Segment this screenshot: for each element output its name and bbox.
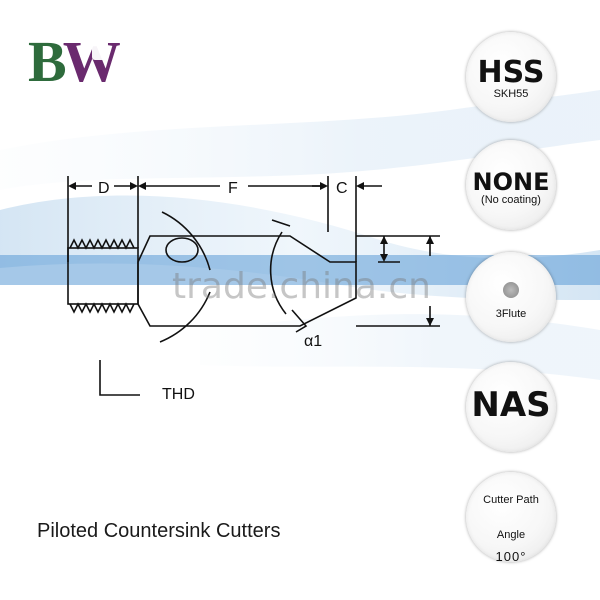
- dim-label-c: C: [336, 180, 348, 197]
- angle-label: α1: [304, 333, 322, 350]
- badge-coating-main: NONE: [472, 168, 550, 196]
- badge-angle-label-1: Cutter Path: [483, 494, 539, 506]
- dim-label-f: F: [228, 180, 238, 197]
- logo-text: BW: [28, 29, 121, 94]
- badge-material-main: HSS: [477, 55, 545, 90]
- badge-coating-sub: (No coating): [481, 194, 541, 206]
- badge-material-sub: SKH55: [493, 88, 529, 100]
- logo-letter-w: W: [62, 29, 121, 94]
- product-title: Piloted Countersink Cutters: [37, 520, 281, 542]
- logo-drill-mark: [92, 34, 108, 60]
- logo-letter-b: B: [28, 29, 67, 94]
- badge-flute: 3Flute: [466, 252, 556, 342]
- badge-angle: Cutter Path Angle 100°: [466, 472, 556, 565]
- flute-icon: [503, 282, 519, 298]
- badge-material: HSS SKH55: [466, 32, 556, 122]
- badge-flute-sub: 3Flute: [495, 308, 527, 320]
- thread-label: THD: [162, 386, 195, 403]
- badge-standard: NAS: [466, 362, 556, 452]
- brand-logo: BW: [28, 30, 132, 94]
- badge-coating: NONE (No coating): [466, 140, 556, 230]
- badge-angle-label-2: Angle: [496, 528, 526, 541]
- badge-standard-main: NAS: [471, 385, 551, 425]
- watermark: trade.china.cn: [172, 266, 431, 307]
- badge-angle-value: 100°: [495, 549, 527, 565]
- dim-label-d: D: [98, 180, 110, 197]
